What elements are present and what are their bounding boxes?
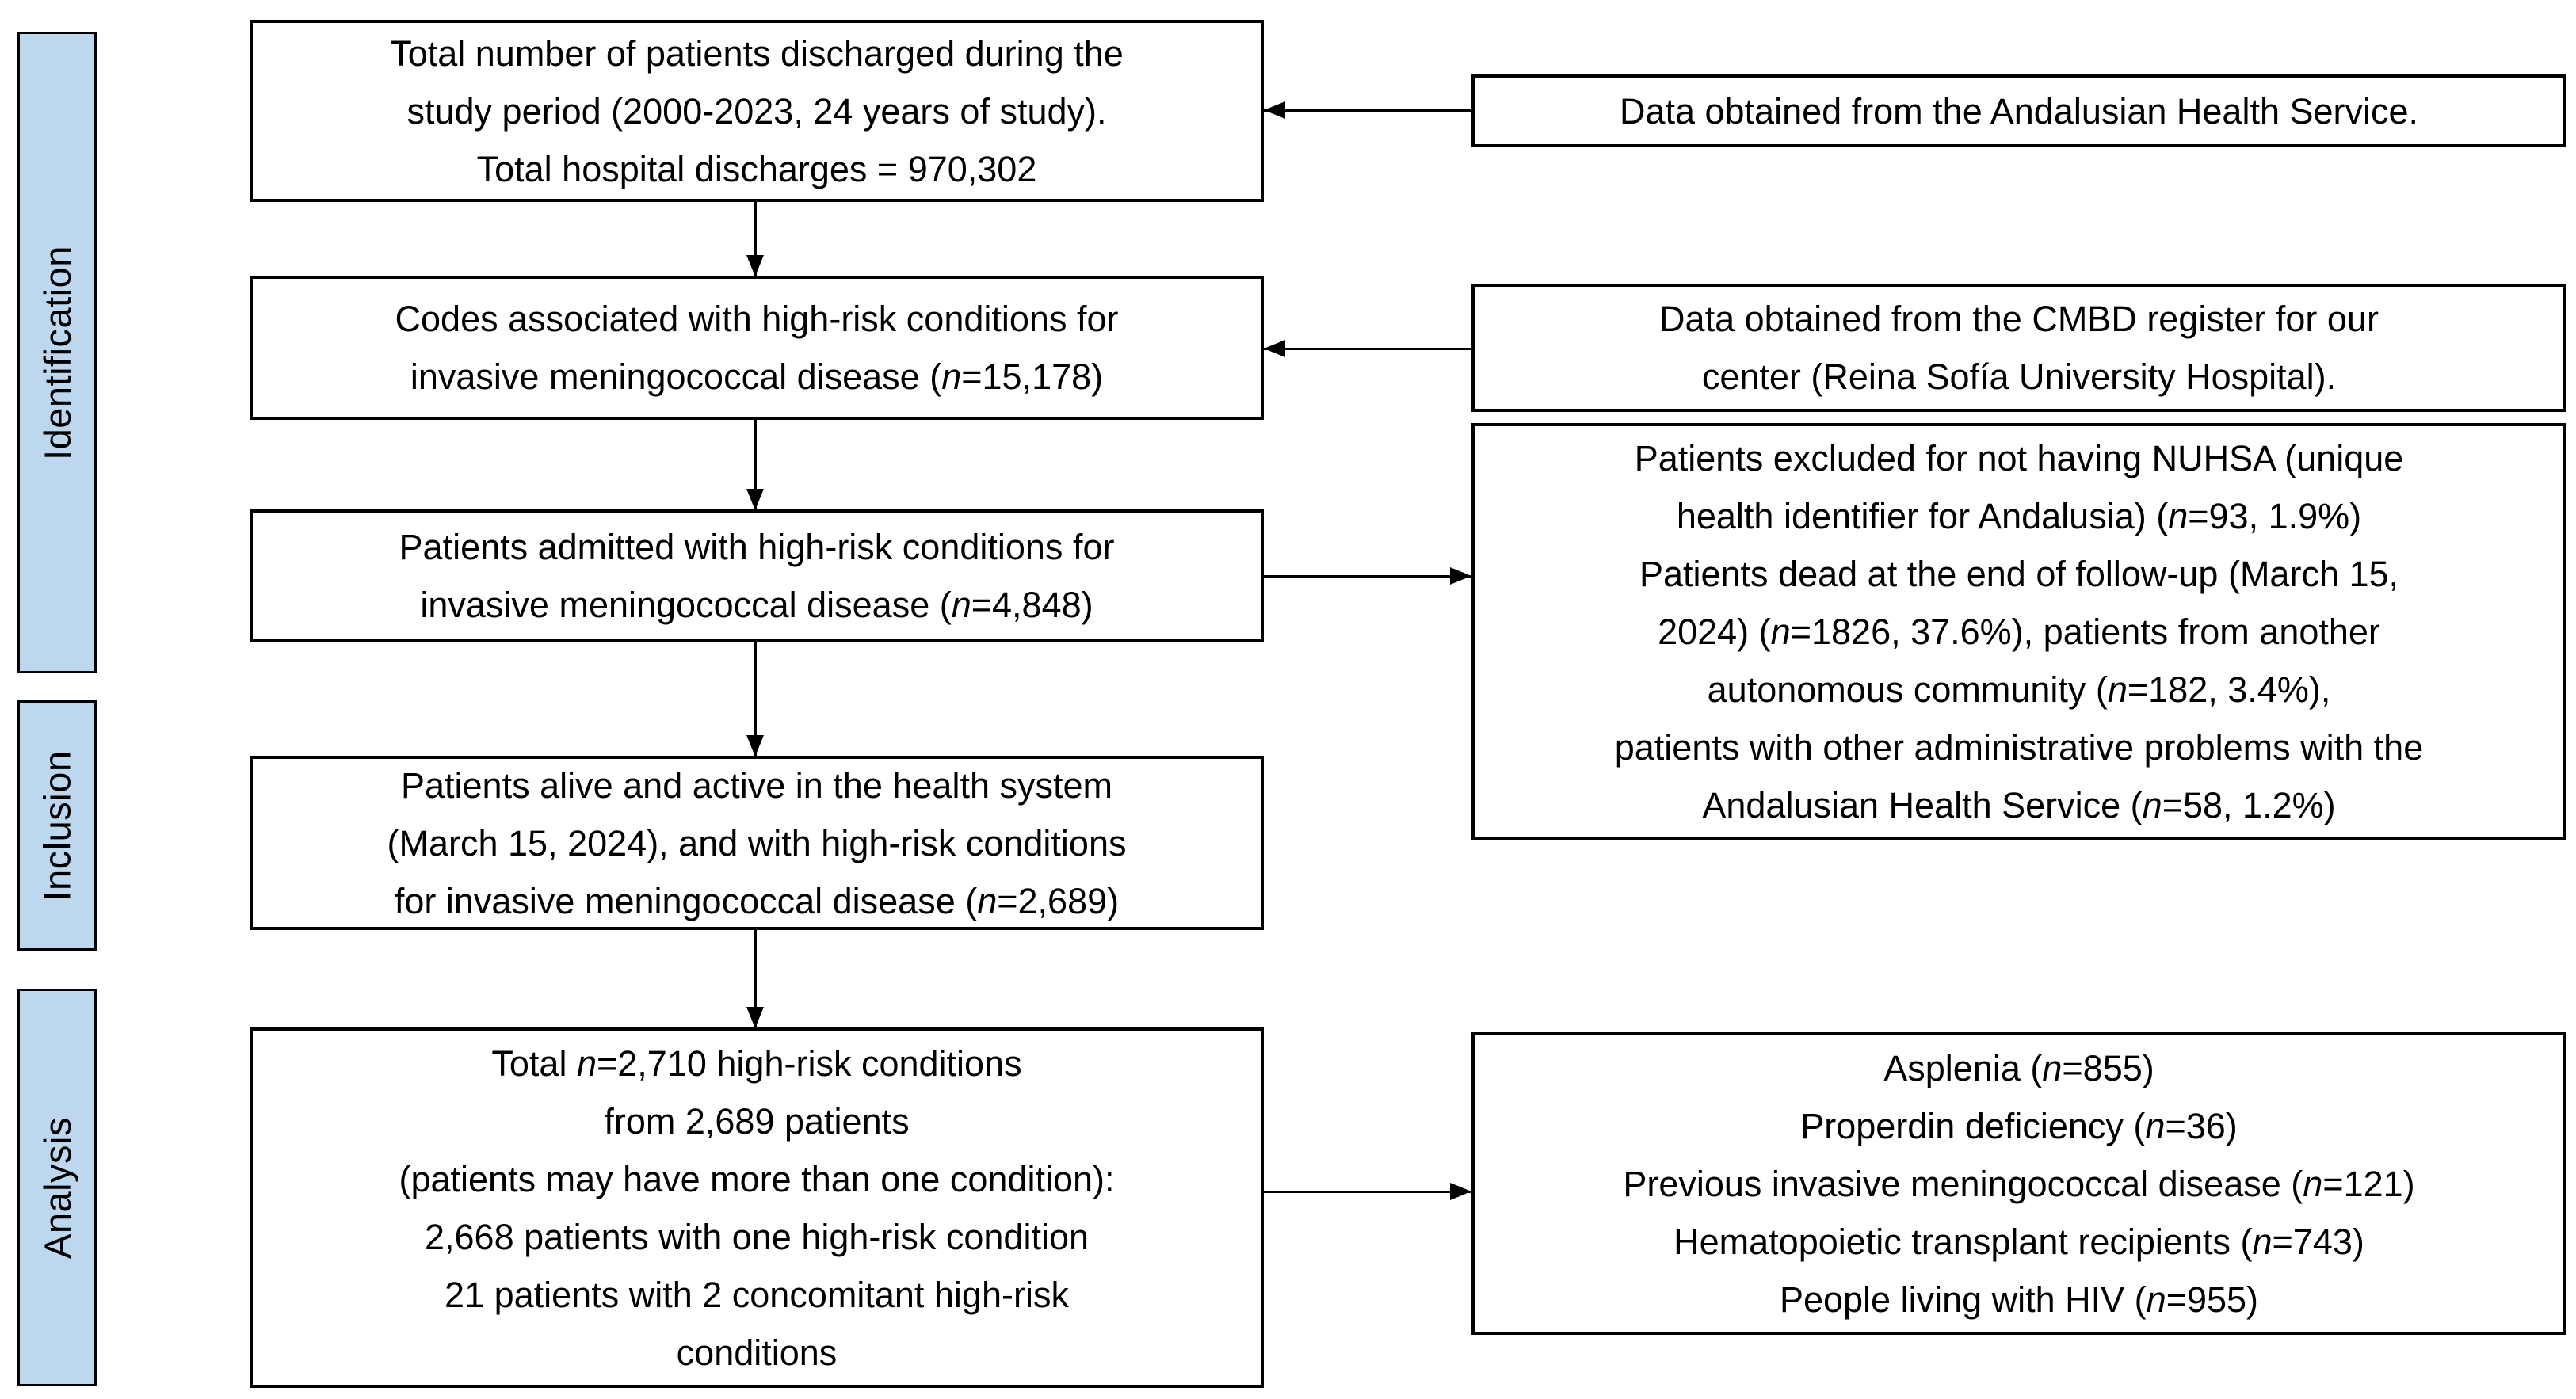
box-text-line: Asplenia (n=855) xyxy=(1883,1047,2154,1088)
arrow-right-head-icon xyxy=(1450,1183,1471,1200)
box-text-line: Properdin deficiency (n=36) xyxy=(1800,1105,2238,1146)
arrow-line xyxy=(754,930,757,1027)
box-text-line: autonomous community (n=182, 3.4%), xyxy=(1707,669,2331,710)
arrow-right-head-icon xyxy=(1450,567,1471,585)
arrow-left-head-icon xyxy=(1264,101,1285,119)
arrow-line xyxy=(754,420,757,509)
box-text-line: patients with other administrative probl… xyxy=(1614,726,2424,768)
arrow-left-head-icon xyxy=(1264,340,1285,357)
arrow-down-head-icon xyxy=(746,255,764,276)
arrow-line xyxy=(1264,348,1471,350)
box-text-line: invasive meningococcal disease (n=15,178… xyxy=(410,356,1104,397)
box-text-line: (March 15, 2024), and with high-risk con… xyxy=(387,822,1127,863)
box-text-line: Total hospital discharges = 970,302 xyxy=(476,148,1037,189)
arrow-line xyxy=(754,642,757,756)
box-text-line: Total n=2,710 high-risk conditions xyxy=(491,1043,1022,1084)
box-text-line: from 2,689 patients xyxy=(604,1100,910,1142)
stage-label-analysis-text: Analysis xyxy=(36,1116,78,1259)
box-text-line: conditions xyxy=(676,1332,838,1373)
stage-label-analysis: Analysis xyxy=(17,989,97,1386)
box-text-line: center (Reina Sofía University Hospital)… xyxy=(1701,356,2337,397)
flow-box-total-discharges: Total number of patients discharged duri… xyxy=(250,20,1264,202)
arrow-line xyxy=(1264,109,1471,112)
arrow-line xyxy=(1264,575,1471,578)
box-text-line: Previous invasive meningococcal disease … xyxy=(1623,1163,2415,1204)
box-text-line: 21 patients with 2 concomitant high-risk xyxy=(445,1274,1069,1315)
arrow-down-head-icon xyxy=(746,1007,764,1028)
arrow-down-head-icon xyxy=(746,735,764,757)
stage-label-identification: Identification xyxy=(17,32,97,673)
side-box-cmbd-source: Data obtained from the CMBD register for… xyxy=(1471,284,2566,412)
flow-box-alive-active: Patients alive and active in the health … xyxy=(250,756,1264,930)
box-text-line: Data obtained from the CMBD register for… xyxy=(1659,299,2379,339)
box-text-line: invasive meningococcal disease (n=4,848) xyxy=(420,584,1093,625)
box-text-line: Patients dead at the end of follow-up (M… xyxy=(1639,553,2399,594)
stage-label-identification-text: Identification xyxy=(36,245,78,460)
box-text-line: Data obtained from the Andalusian Health… xyxy=(1619,90,2419,132)
box-text-line: Andalusian Health Service (n=58, 1.2%) xyxy=(1702,784,2336,825)
box-text-line: Patients admitted with high-risk conditi… xyxy=(399,526,1115,567)
side-box-andalusian-source: Data obtained from the Andalusian Health… xyxy=(1471,74,2566,147)
flow-box-admitted: Patients admitted with high-risk conditi… xyxy=(250,509,1264,642)
flow-box-analysis-total: Total n=2,710 high-risk conditions from 2… xyxy=(250,1027,1264,1388)
box-text-line: Patients excluded for not having NUHSA (… xyxy=(1634,437,2404,478)
box-text-line: 2024) (n=1826, 37.6%), patients from ano… xyxy=(1658,611,2380,652)
box-text-line: for invasive meningococcal disease (n=2,… xyxy=(394,880,1120,921)
arrow-down-head-icon xyxy=(746,489,764,510)
box-text-line: study period (2000-2023, 24 years of stu… xyxy=(406,90,1107,132)
box-text-line: Hematopoietic transplant recipients (n=7… xyxy=(1673,1221,2364,1262)
box-text-line: 2,668 patients with one high-risk condit… xyxy=(424,1216,1089,1257)
flow-box-codes: Codes associated with high-risk conditio… xyxy=(250,276,1264,420)
box-text-line: (patients may have more than one conditi… xyxy=(399,1158,1115,1199)
box-text-line: Total number of patients discharged duri… xyxy=(390,32,1124,74)
stage-label-inclusion-text: Inclusion xyxy=(36,750,78,901)
box-text-line: health identifier for Andalusia) (n=93, … xyxy=(1676,495,2362,536)
arrow-line xyxy=(754,202,757,276)
side-box-conditions: Asplenia (n=855) Properdin deficiency (n=… xyxy=(1471,1032,2566,1335)
arrow-line xyxy=(1264,1191,1471,1193)
box-text-line: People living with HIV (n=955) xyxy=(1779,1279,2259,1320)
box-text-line: Codes associated with high-risk conditio… xyxy=(395,299,1119,339)
box-text-line: Patients alive and active in the health … xyxy=(400,764,1112,806)
side-box-exclusions: Patients excluded for not having NUHSA (… xyxy=(1471,423,2566,840)
stage-label-inclusion: Inclusion xyxy=(17,700,97,951)
